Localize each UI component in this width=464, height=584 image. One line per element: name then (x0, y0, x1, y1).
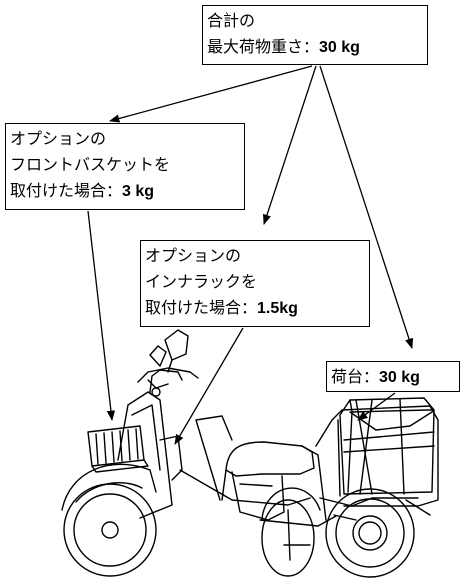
scooter-drawing (61, 329, 439, 578)
rear-carrier-weight-value: 30 kg (379, 369, 420, 386)
rear-carrier-text: 荷台： (331, 367, 380, 386)
front-basket-text: 取付けた場合： (10, 181, 123, 200)
arrow-carrier-box-to-cargo (357, 392, 396, 421)
rear-carrier-line1: 荷台：30 kg (331, 364, 455, 391)
front-basket-weight-value: 3 kg (122, 183, 155, 200)
front-basket-line2: フロントバスケットを (10, 155, 171, 174)
inner-rack-line1: オプションの (145, 246, 242, 265)
front-wheel (63, 483, 157, 577)
arrow-inner-box-to-rack (174, 327, 244, 445)
arrow-total-to-front-box (108, 65, 313, 123)
total-label-text: 最大荷物重さ： (207, 37, 320, 56)
inner-rack-text: 取付けた場合： (145, 298, 258, 317)
arrow-front-box-to-basket (87, 210, 116, 422)
arrow-total-to-inner-box (262, 65, 317, 225)
inner-rack-line2: インナラックを (145, 272, 258, 291)
leader-arrows (87, 65, 414, 445)
front-basket (87, 425, 149, 473)
rear-cargo (339, 397, 435, 495)
total-label-line2: 最大荷物重さ：30 kg (207, 34, 423, 61)
inner-rack-weight-value: 1.5kg (257, 300, 298, 317)
total-label-line1: 合計の (207, 11, 256, 30)
rear-wheel-left (261, 487, 321, 577)
front-basket-line3: 取付けた場合：3 kg (10, 178, 240, 205)
front-basket-line1: オプションの (10, 129, 107, 148)
front-basket-label: オプションの フロントバスケットを 取付けた場合：3 kg (5, 123, 245, 210)
inner-rack-label: オプションの インナラックを 取付けた場合：1.5kg (140, 240, 370, 327)
arrow-total-to-carrier-box (319, 65, 414, 349)
inner-rack-line3: 取付けた場合：1.5kg (145, 295, 365, 322)
total-max-weight-label: 合計の 最大荷物重さ：30 kg (202, 5, 428, 65)
total-weight-value: 30 kg (319, 39, 360, 56)
rear-carrier-label: 荷台：30 kg (326, 361, 460, 392)
